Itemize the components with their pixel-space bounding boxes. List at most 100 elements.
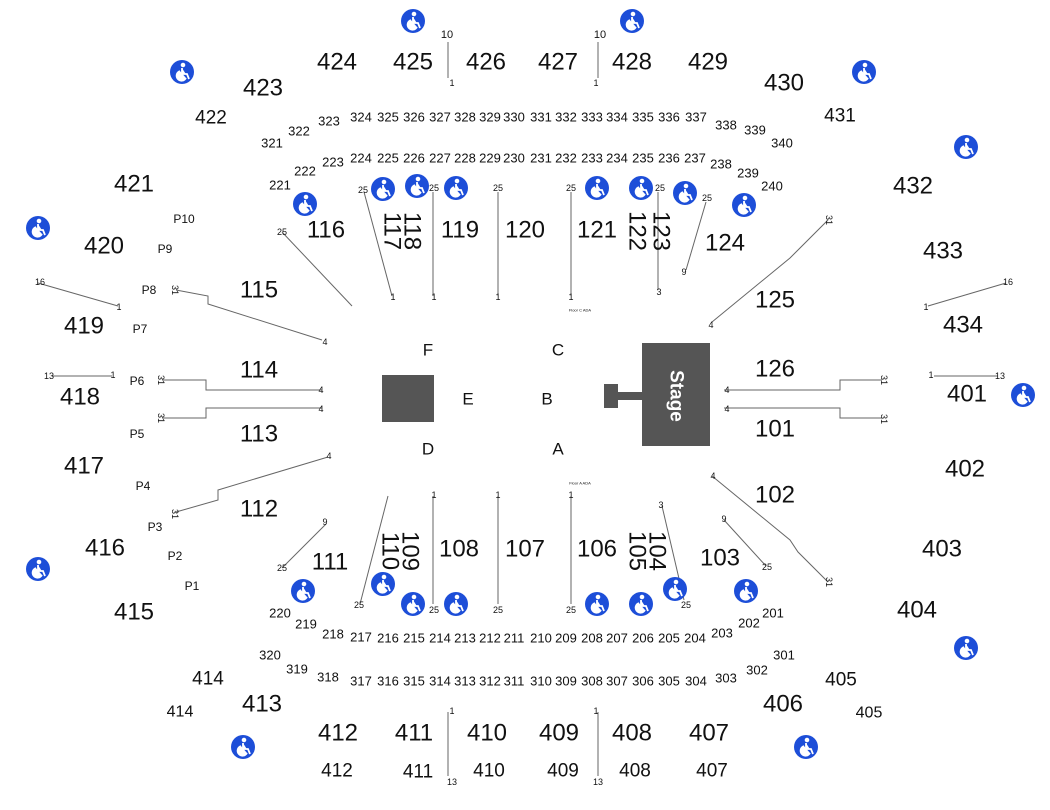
wheelchair-icon[interactable] [851, 59, 877, 85]
wheelchair-icon[interactable] [25, 215, 51, 241]
section-404[interactable]: 404 [897, 597, 937, 624]
section-227[interactable]: 227 [429, 151, 451, 166]
section-102[interactable]: 102 [755, 482, 795, 509]
section-425[interactable]: 425 [393, 49, 433, 76]
section-329[interactable]: 329 [479, 110, 501, 125]
section-109[interactable]: 109 [397, 531, 424, 571]
p-row-1[interactable]: P1 [185, 579, 200, 593]
section-104[interactable]: 104 [644, 531, 671, 571]
section-230[interactable]: 230 [503, 151, 525, 166]
section-412-lower[interactable]: 412 [321, 761, 353, 782]
section-121[interactable]: 121 [577, 217, 617, 244]
section-234[interactable]: 234 [606, 151, 628, 166]
section-208[interactable]: 208 [581, 631, 603, 646]
section-314[interactable]: 314 [429, 674, 451, 689]
wheelchair-icon[interactable] [953, 134, 979, 160]
wheelchair-icon[interactable] [584, 591, 610, 617]
stage[interactable] [642, 343, 710, 446]
section-415[interactable]: 415 [114, 599, 154, 626]
floor-letter-d[interactable]: D [422, 440, 434, 459]
section-410[interactable]: 410 [467, 720, 507, 747]
section-414[interactable]: 414 [192, 669, 224, 690]
section-434[interactable]: 434 [943, 312, 983, 339]
section-403[interactable]: 403 [922, 536, 962, 563]
section-302[interactable]: 302 [746, 663, 768, 678]
floor-letter-f[interactable]: F [423, 341, 433, 360]
section-409[interactable]: 409 [539, 720, 579, 747]
section-411-lower[interactable]: 411 [403, 762, 433, 783]
section-304[interactable]: 304 [685, 674, 707, 689]
section-224[interactable]: 224 [350, 151, 372, 166]
section-326[interactable]: 326 [403, 110, 425, 125]
section-105[interactable]: 105 [624, 531, 651, 571]
wheelchair-icon[interactable] [628, 175, 654, 201]
section-210[interactable]: 210 [530, 631, 552, 646]
section-207[interactable]: 207 [606, 631, 628, 646]
section-123[interactable]: 123 [648, 211, 675, 251]
section-311[interactable]: 311 [504, 674, 525, 689]
section-204[interactable]: 204 [684, 631, 706, 646]
wheelchair-icon[interactable] [1010, 382, 1036, 408]
section-411[interactable]: 411 [395, 720, 433, 747]
section-418[interactable]: 418 [60, 384, 100, 411]
section-401[interactable]: 401 [947, 381, 987, 408]
wheelchair-icon[interactable] [731, 192, 757, 218]
section-334[interactable]: 334 [606, 110, 628, 125]
section-307[interactable]: 307 [606, 674, 628, 689]
section-239[interactable]: 239 [737, 166, 759, 181]
section-103[interactable]: 103 [700, 545, 740, 572]
section-232[interactable]: 232 [555, 151, 577, 166]
section-405[interactable]: 405 [825, 670, 857, 691]
section-223[interactable]: 223 [322, 155, 344, 170]
section-221[interactable]: 221 [269, 178, 291, 193]
section-220[interactable]: 220 [269, 606, 291, 621]
section-214[interactable]: 214 [429, 631, 451, 646]
wheelchair-icon[interactable] [292, 191, 318, 217]
section-318[interactable]: 318 [317, 670, 339, 685]
section-225[interactable]: 225 [377, 151, 399, 166]
section-116[interactable]: 116 [307, 217, 345, 244]
section-201[interactable]: 201 [762, 606, 784, 621]
wheelchair-icon[interactable] [404, 173, 430, 199]
section-310[interactable]: 310 [530, 674, 552, 689]
section-124[interactable]: 124 [705, 230, 745, 257]
wheelchair-icon[interactable] [953, 635, 979, 661]
section-407-lower[interactable]: 407 [696, 761, 728, 782]
section-323[interactable]: 323 [318, 114, 340, 129]
section-336[interactable]: 336 [658, 110, 680, 125]
section-316[interactable]: 316 [377, 674, 399, 689]
section-111[interactable]: 111 [312, 549, 348, 576]
section-409-lower[interactable]: 409 [547, 761, 579, 782]
section-433[interactable]: 433 [923, 238, 963, 265]
section-431[interactable]: 431 [824, 106, 856, 127]
section-319[interactable]: 319 [286, 662, 308, 677]
wheelchair-icon[interactable] [619, 8, 645, 34]
section-422[interactable]: 422 [195, 108, 227, 129]
section-228[interactable]: 228 [454, 151, 476, 166]
section-222[interactable]: 222 [294, 164, 316, 179]
section-331[interactable]: 331 [530, 110, 552, 125]
section-423[interactable]: 423 [243, 75, 283, 102]
section-324[interactable]: 324 [350, 110, 372, 125]
section-412[interactable]: 412 [318, 720, 358, 747]
floor-letter-a[interactable]: A [552, 440, 564, 459]
section-429[interactable]: 429 [688, 49, 728, 76]
section-240[interactable]: 240 [761, 179, 783, 194]
section-303[interactable]: 303 [715, 671, 737, 686]
section-119[interactable]: 119 [441, 217, 479, 244]
section-432[interactable]: 432 [893, 173, 933, 200]
section-405-lower[interactable]: 405 [856, 705, 883, 722]
section-309[interactable]: 309 [555, 674, 577, 689]
section-110[interactable]: 110 [377, 532, 404, 570]
section-306[interactable]: 306 [632, 674, 654, 689]
section-322[interactable]: 322 [288, 124, 310, 139]
wheelchair-icon[interactable] [230, 734, 256, 760]
section-211[interactable]: 211 [504, 631, 525, 646]
section-321[interactable]: 321 [261, 136, 283, 151]
section-410-lower[interactable]: 410 [473, 761, 505, 782]
section-305[interactable]: 305 [658, 674, 680, 689]
section-313[interactable]: 313 [454, 674, 476, 689]
section-213[interactable]: 213 [454, 631, 476, 646]
section-332[interactable]: 332 [555, 110, 577, 125]
section-430[interactable]: 430 [764, 70, 804, 97]
